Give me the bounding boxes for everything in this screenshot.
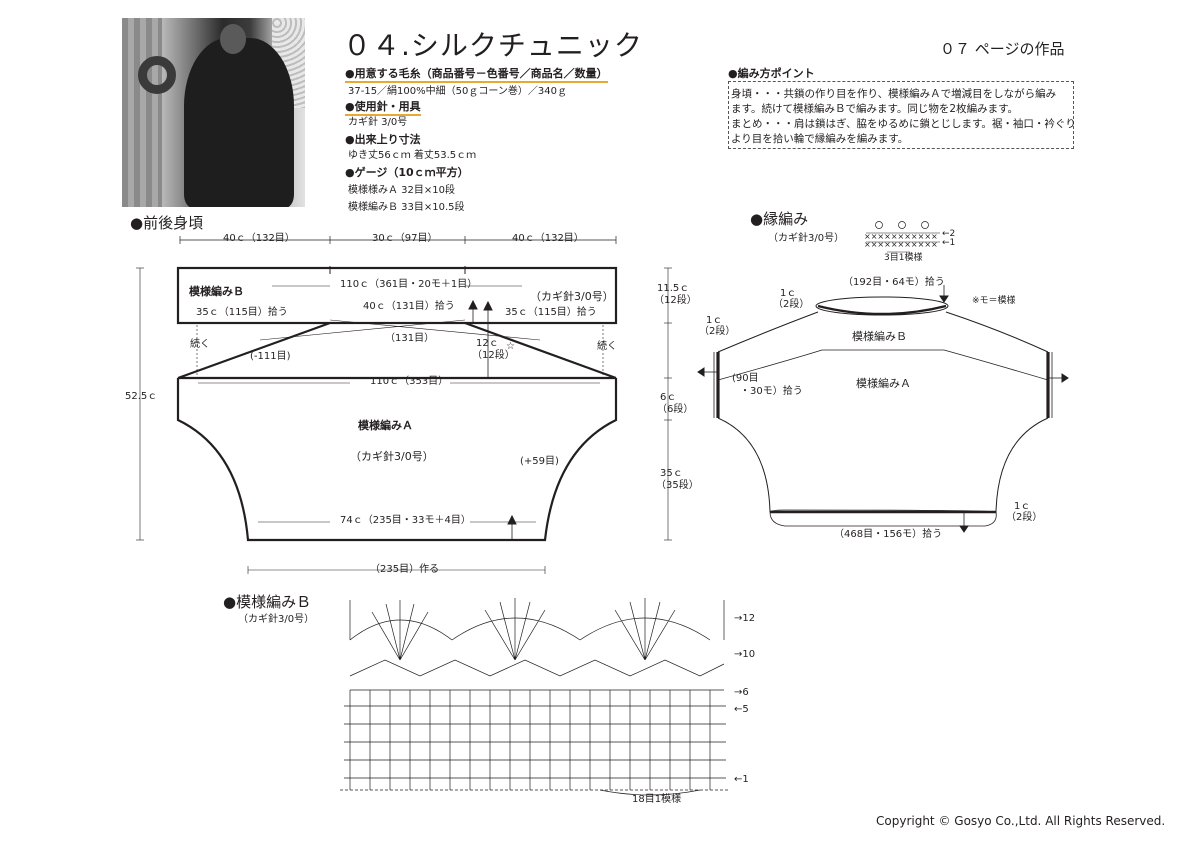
pick-right: 35ｃ（115目）拾う [505, 307, 597, 318]
right-height-1-rows: （12段） [654, 295, 697, 306]
product-photo [122, 18, 305, 207]
continue-left: 続く [190, 339, 210, 350]
chart-b-heading: ●模様編みＢ [223, 593, 312, 611]
decrease-count: (-111目) [250, 351, 291, 362]
dim-top-mid: 30ｃ（97目） [372, 233, 438, 244]
dim-top-right: 40ｃ（132目） [512, 233, 584, 244]
total-height: 52.5ｃ [125, 391, 158, 402]
dim-top-left: 40ｃ（132目） [223, 233, 295, 244]
hem-pick: （468目・156モ）拾う [834, 529, 943, 540]
cast-on: （235目）作る [370, 564, 440, 575]
method-box [728, 81, 1074, 149]
chart-b-row-10: →10 [734, 649, 756, 660]
pick-left: 35ｃ（115目）拾う [196, 307, 288, 318]
edge-hook: （カギ針3/0号） [768, 233, 845, 244]
edge-row-2: ←2 [942, 229, 956, 239]
hem-1c: 1ｃ [1014, 501, 1031, 512]
increase-count: (+59目) [520, 456, 559, 467]
sleeve-2rows: （2段） [699, 326, 736, 337]
continue-right: 続く [597, 341, 617, 352]
neck-pick: （192目・64モ）拾う [843, 277, 945, 288]
sleeve-pick-1: (90目 [732, 373, 759, 384]
star-mark: ☆ [506, 341, 515, 352]
width-top: 110ｃ（361目・20モ＋1目） [340, 279, 478, 290]
chart-b-row-6: →6 [734, 687, 749, 698]
method-heading: ●編み方ポイント [728, 67, 815, 80]
width-mid: 110ｃ（353目） [370, 376, 449, 387]
body-diagram [136, 236, 672, 574]
right-height-1: 11.5ｃ [657, 283, 690, 294]
page-reference: ０７ ページの作品 [940, 40, 1065, 58]
size-value: ゆき丈56ｃｍ 着丈53.5ｃｍ [348, 150, 477, 161]
chart-b-row-1: ←1 [734, 774, 749, 785]
right-height-3: 35ｃ [660, 468, 683, 479]
pattern-b-label: 模様編みＢ [189, 285, 244, 298]
chart-b-repeat: 18目1模様 [632, 794, 682, 805]
copyright: Copyright © Gosyo Co.,Ltd. All Rights Re… [876, 814, 1166, 828]
edge-pattern-b: 模様編みＢ [852, 330, 907, 343]
neck-2rows: （2段） [773, 299, 810, 310]
edge-pattern-a: 模様編みＡ [856, 377, 911, 390]
method-line: まとめ・・・肩は鎖はぎ、脇をゆるめに鎖とじします。裾・袖口・衿ぐり [731, 118, 1076, 130]
neck-1c: 1ｃ [780, 288, 797, 299]
method-line: 身頃・・・共鎖の作り目を作り、模様編みＡで増減目をしながら編み [731, 88, 1057, 100]
right-height-2-rows: （6段） [657, 404, 694, 415]
right-height-2: 6ｃ [660, 392, 677, 403]
gauge-heading: ●ゲージ（10ｃｍ平方） [345, 166, 469, 179]
yarn-heading: ●用意する毛糸（商品番号－色番号／商品名／数量） [345, 67, 608, 83]
sleeve-pick-2: ・30モ）拾う [740, 386, 803, 397]
edge-diagram-heading: ●縁編み [750, 210, 809, 228]
hook-b: （カギ針3/0号） [530, 290, 614, 303]
gauge-b: 模様編みＢ 33目×10.5段 [348, 202, 465, 213]
chart-b-symbols [340, 598, 730, 796]
chart-b-hook: （カギ針3/0号） [238, 614, 315, 625]
body-diagram-heading: ●前後身頃 [130, 214, 204, 232]
height-12-rows: （12段） [472, 350, 515, 361]
chart-b-row-5: ←5 [734, 704, 749, 715]
edge-row-1: ←1 [942, 238, 956, 248]
pattern-note: ※モ＝模様 [972, 296, 1016, 306]
svg-text:×××××××××××: ××××××××××× [864, 232, 938, 241]
size-heading: ●出来上り寸法 [345, 133, 421, 146]
yarn-value: 37-15／絹100%中細（50ｇコーン巻）／340ｇ [348, 86, 567, 97]
method-line: ます。続けて模様編みＢで編みます。同じ物を2枚編みます。 [731, 103, 1019, 115]
needle-value: カギ針 3/0号 [348, 117, 408, 128]
pick-mid: 40ｃ（131目）拾う [363, 301, 455, 312]
svg-text:×××××××××××: ××××××××××× [864, 240, 938, 249]
pattern-a-label: 模様編みＡ [358, 419, 413, 432]
hem-2rows: （2段） [1006, 512, 1043, 523]
edge-diagram: ××××××××××× ××××××××××× [697, 221, 1069, 533]
width-bottom: 74ｃ（235目・33モ＋4目） [340, 515, 471, 526]
height-12c: 12ｃ [476, 338, 499, 349]
method-line: より目を拾い輪で縁編みを編みます。 [731, 133, 909, 145]
chart-b-row-12: →12 [734, 613, 756, 624]
right-height-3-rows: （35段） [656, 480, 699, 491]
hook-a: （カギ針3/0号） [350, 450, 434, 463]
edge-repeat: 3目1模様 [884, 253, 923, 263]
center-count: （131目） [385, 333, 435, 344]
sleeve-1c: 1ｃ [706, 315, 723, 326]
needle-heading: ●使用針・用具 [345, 100, 421, 116]
page-title: ０４.シルクチュニック [343, 29, 643, 62]
gauge-a: 模様様みＡ 32目×10段 [348, 185, 456, 196]
